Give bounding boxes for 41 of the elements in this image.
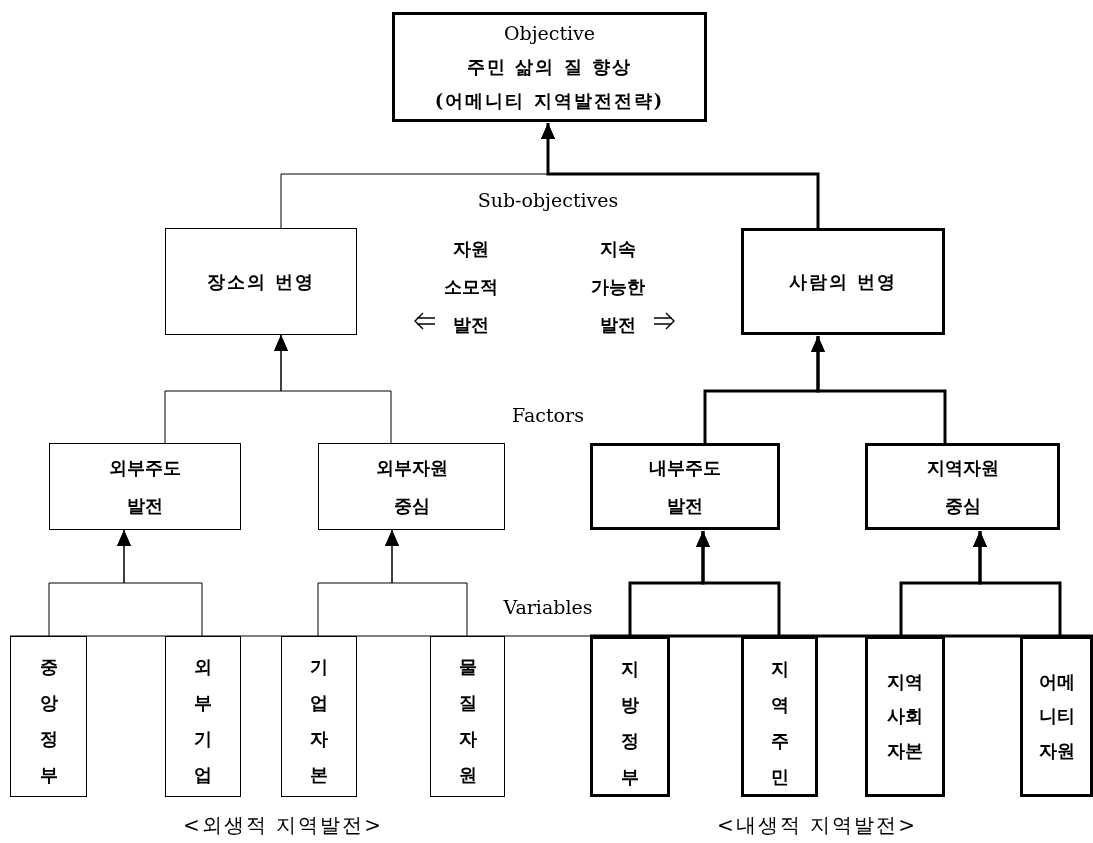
text-box <box>590 636 670 797</box>
text-box <box>430 636 505 797</box>
node-text: 외부주도 발전 <box>108 455 182 518</box>
text-box <box>318 443 505 530</box>
node-text: 지방정부 <box>621 657 639 789</box>
node-text: 내부주도 발전 <box>648 455 722 518</box>
bracket-arrow <box>385 529 468 637</box>
node-text: 물질자원 <box>458 655 477 787</box>
text-box <box>281 636 357 797</box>
text-box <box>741 228 945 335</box>
node-text: (어메니티 지역발전전략) <box>434 89 665 113</box>
text-box <box>590 443 780 530</box>
text-box <box>741 636 818 797</box>
bracket-arrow <box>696 531 781 636</box>
node-text: 지역자원 중심 <box>925 455 1000 518</box>
bracket-arrow <box>973 531 1062 636</box>
node-text: 외부자원 중심 <box>374 455 449 518</box>
node-text: 기업자본 <box>310 655 328 787</box>
bracket-arrow <box>811 336 947 443</box>
text-box <box>865 443 1060 530</box>
text-box <box>165 636 241 797</box>
text-box <box>10 636 87 797</box>
label-text: 자원 소모적 발전 <box>443 237 499 337</box>
node-text: 지역주민 <box>770 657 789 789</box>
node-text: 주민 삶의 질 향상 <box>467 55 632 79</box>
text-box <box>1020 636 1093 797</box>
bracket-arrow <box>117 529 203 637</box>
node-text: 중앙정부 <box>39 655 58 787</box>
node-text: Objective <box>503 21 596 46</box>
text-box <box>392 12 707 122</box>
node-text: 지역사회자본 <box>887 670 923 763</box>
text-box <box>165 228 357 335</box>
text-box <box>865 636 945 797</box>
bracket-arrow <box>541 123 820 228</box>
node-text: 장소의 번영 <box>206 270 316 294</box>
node-text: 어메니티자원 <box>1038 670 1075 763</box>
node-text: 사람의 번영 <box>788 270 898 294</box>
bracket-arrow <box>274 334 392 444</box>
label-text: 지속 가능한 발전 <box>590 237 646 337</box>
node-text: 외부기업 <box>194 655 212 787</box>
text-box <box>49 443 241 530</box>
